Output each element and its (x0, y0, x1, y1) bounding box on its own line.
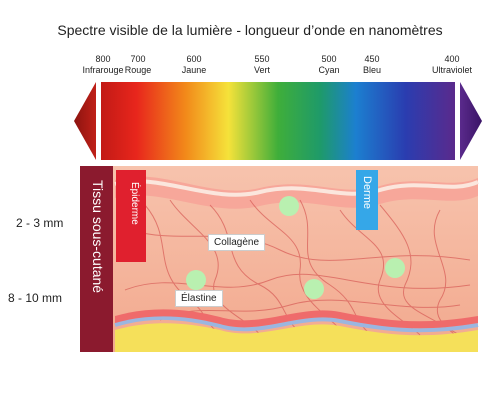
visible-spectrum-bar (101, 82, 455, 160)
ultraviolet-arrow (460, 82, 482, 160)
dermis-label: Derme (361, 176, 373, 210)
cell-3 (304, 279, 324, 299)
fat-layer (115, 323, 478, 352)
tick-700: 700 Rouge (124, 54, 152, 75)
infrared-arrow (74, 82, 96, 160)
subcutaneous-label: Tissu sous-cutané (90, 180, 106, 294)
surface-line (114, 179, 479, 197)
tick-600: 600 Jaune (181, 54, 207, 75)
tick-500: 500 Cyan (318, 54, 340, 75)
depth-label-1: 2 - 3 mm (16, 216, 64, 230)
cell-4 (385, 258, 405, 278)
tick-400: 400 Ultraviolet (431, 54, 473, 75)
depth-label-2: 8 - 10 mm (8, 291, 63, 305)
cell-1 (279, 196, 299, 216)
cell-2 (186, 270, 206, 290)
subcutaneous-bar (80, 166, 113, 352)
dermis-block (356, 170, 378, 230)
epidermis-block (116, 170, 146, 262)
tick-800: 800 Infrarouge (82, 54, 124, 75)
elastin-label: Élastine (175, 290, 223, 307)
collagen-label: Collagène (208, 234, 266, 251)
blue-line (114, 315, 479, 333)
dermis-lower-band (115, 309, 478, 329)
tick-450: 450 Bleu (362, 54, 382, 75)
tick-550: 550 Vert (253, 54, 271, 75)
epidermis-band (115, 176, 478, 209)
figure-title: Spectre visible de la lumière - longueur… (57, 22, 443, 38)
epidermis-label: Épiderme (129, 182, 140, 225)
